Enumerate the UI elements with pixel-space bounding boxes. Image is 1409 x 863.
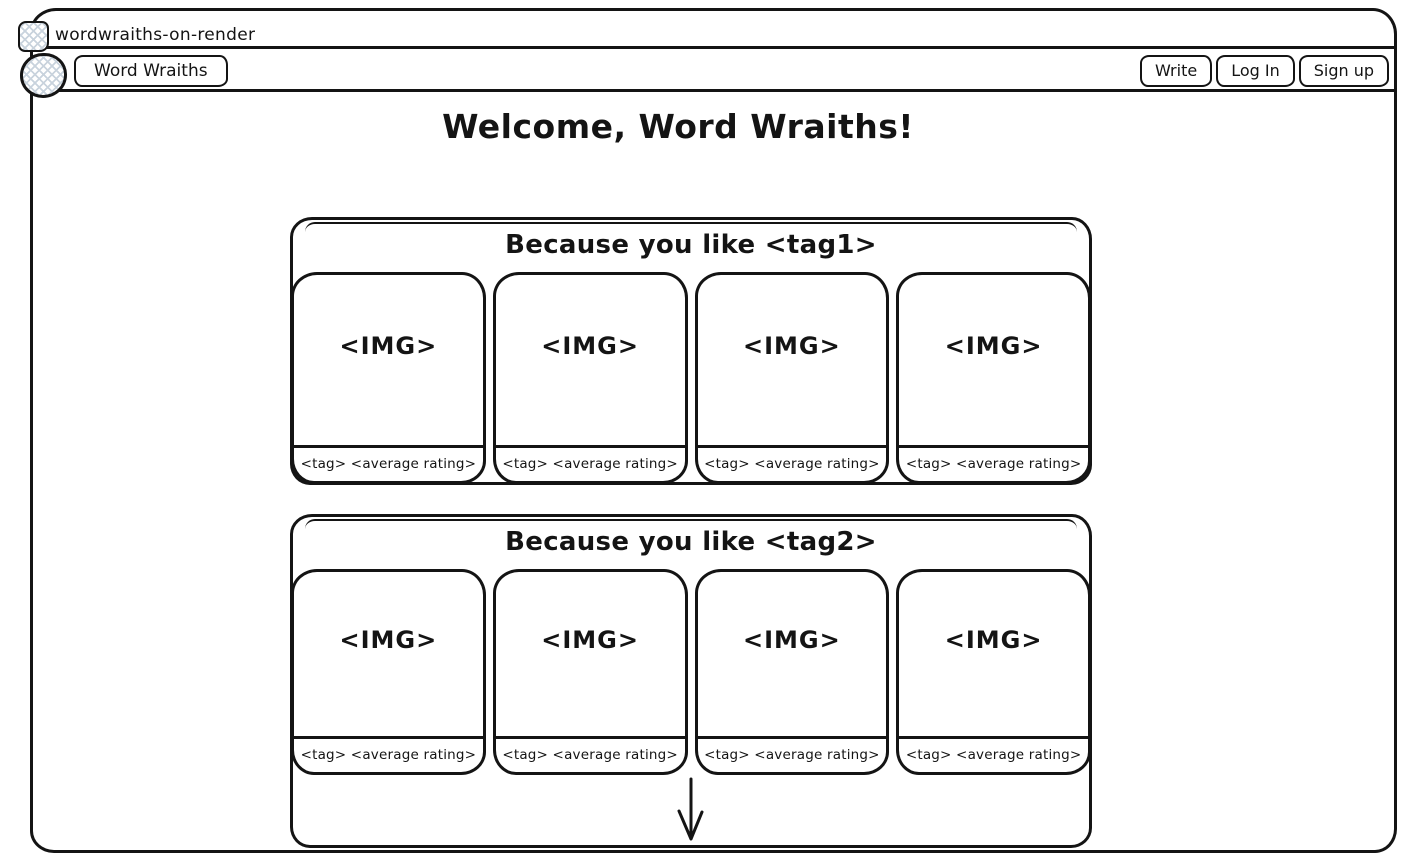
card-row: <IMG> <tag> <average rating> <IMG> <tag>… bbox=[291, 272, 1091, 484]
scroll-down-arrow-icon bbox=[677, 777, 704, 841]
welcome-heading: Welcome, Word Wraiths! bbox=[442, 107, 914, 146]
card-image-placeholder: <IMG> bbox=[541, 332, 639, 360]
recommendation-section-tag2: Because you like <tag2> <IMG> <tag> <ave… bbox=[290, 514, 1092, 848]
browser-window: wordwraiths-on-render Word Wraiths Write… bbox=[18, 8, 1397, 853]
login-button[interactable]: Log In bbox=[1216, 54, 1295, 87]
brand-home-button[interactable]: Word Wraiths bbox=[74, 54, 228, 87]
favicon-icon bbox=[18, 21, 49, 52]
card-image-placeholder: <IMG> bbox=[743, 332, 841, 360]
card-meta: <tag> <average rating> bbox=[697, 445, 887, 481]
browser-tab-strip: wordwraiths-on-render bbox=[18, 11, 1394, 52]
card-image-placeholder: <IMG> bbox=[339, 332, 438, 360]
card-meta: <tag> <average rating> bbox=[899, 445, 1088, 481]
card-meta: <tag> <average rating> bbox=[899, 736, 1088, 772]
card-image-placeholder: <IMG> bbox=[339, 626, 438, 654]
story-card[interactable]: <IMG> <tag> <average rating> bbox=[694, 272, 890, 484]
section-title: Because you like <tag2> bbox=[505, 527, 877, 557]
story-card[interactable]: <IMG> <tag> <average rating> bbox=[291, 272, 486, 484]
card-meta: <tag> <average rating> bbox=[697, 736, 887, 772]
tab-title[interactable]: wordwraiths-on-render bbox=[55, 25, 256, 45]
story-card[interactable]: <IMG> <tag> <average rating> bbox=[694, 569, 890, 775]
card-meta: <tag> <average rating> bbox=[294, 445, 483, 481]
story-card[interactable]: <IMG> <tag> <average rating> bbox=[896, 272, 1091, 484]
card-row: <IMG> <tag> <average rating> <IMG> <tag>… bbox=[291, 569, 1091, 775]
card-meta: <tag> <average rating> bbox=[495, 736, 685, 772]
navbar-actions: Write Log In Sign up bbox=[1139, 54, 1389, 87]
story-card[interactable]: <IMG> <tag> <average rating> bbox=[492, 272, 688, 484]
card-image-placeholder: <IMG> bbox=[541, 626, 639, 654]
navbar: Word Wraiths Write Log In Sign up bbox=[20, 52, 1394, 98]
story-card[interactable]: <IMG> <tag> <average rating> bbox=[492, 569, 688, 775]
card-meta: <tag> <average rating> bbox=[294, 736, 483, 772]
card-image-placeholder: <IMG> bbox=[743, 626, 841, 654]
recommendation-section-tag1: Because you like <tag1> <IMG> <tag> <ave… bbox=[290, 217, 1092, 485]
story-card[interactable]: <IMG> <tag> <average rating> bbox=[291, 569, 486, 775]
signup-button[interactable]: Sign up bbox=[1298, 54, 1389, 87]
site-logo-icon[interactable] bbox=[20, 53, 67, 98]
section-title: Because you like <tag1> bbox=[505, 230, 877, 260]
card-image-placeholder: <IMG> bbox=[944, 332, 1043, 360]
write-button[interactable]: Write bbox=[1139, 54, 1213, 87]
card-meta: <tag> <average rating> bbox=[495, 445, 685, 481]
story-card[interactable]: <IMG> <tag> <average rating> bbox=[896, 569, 1091, 775]
card-image-placeholder: <IMG> bbox=[944, 626, 1043, 654]
